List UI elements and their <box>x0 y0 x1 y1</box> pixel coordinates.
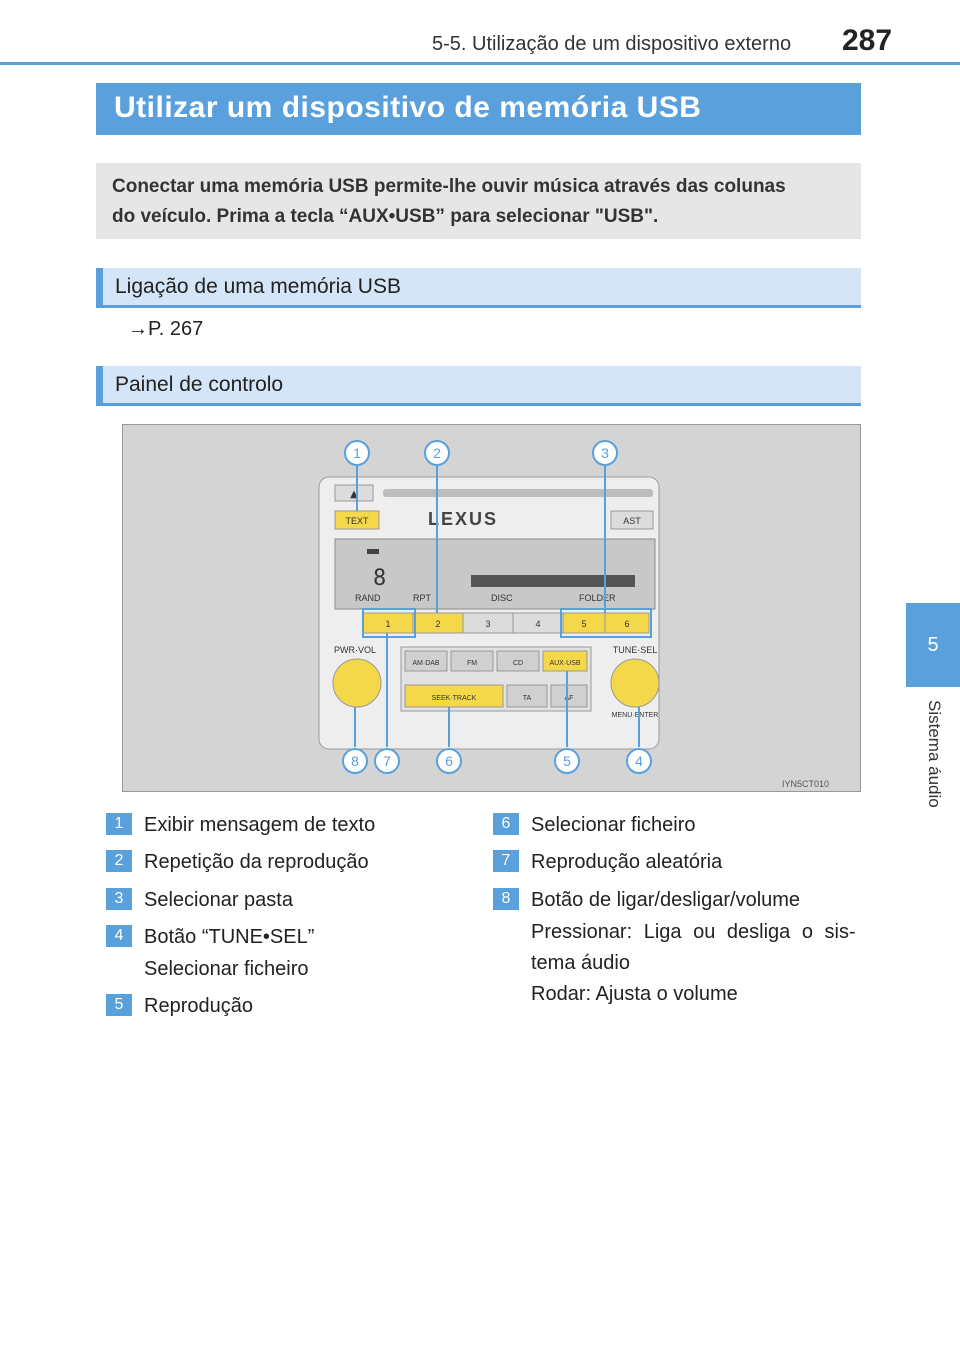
ast-button <box>610 510 654 530</box>
callout-circle-4 <box>626 748 652 774</box>
brand-logo: LEXUS <box>428 509 498 529</box>
eject-button <box>334 484 374 502</box>
callout-number-1: 1 <box>353 445 361 461</box>
af-label: AF <box>565 695 574 702</box>
display-rand: RAND <box>355 593 381 603</box>
control-panel-figure: ▲ TEXT LEXUS AST 8 RAND RPT DISC FOLDER … <box>122 424 861 792</box>
af-button <box>550 684 588 708</box>
display-folder: FOLDER <box>579 593 616 603</box>
legend-badge-5: 5 <box>106 994 132 1016</box>
preset-label-3: 3 <box>485 619 490 629</box>
menu-enter-label: MENU·ENTER <box>612 712 659 719</box>
preset-buttons: 1 2 3 4 5 6 <box>362 612 650 634</box>
preset-label-5: 5 <box>581 619 586 629</box>
legend-text-6: Selecionar ficheiro <box>531 814 696 836</box>
figure-code: IYN5CT010 <box>782 779 829 789</box>
display-indicator <box>367 549 379 554</box>
legend-badge-2: 2 <box>106 850 132 872</box>
callout-number-3: 3 <box>601 445 609 461</box>
intro-line-2: do veículo. Prima a tecla “AUX•USB” para… <box>112 206 659 227</box>
callout-number-4: 4 <box>635 753 643 769</box>
legend-badge-1: 1 <box>106 813 132 835</box>
legend-text-4a: Botão “TUNE•SEL” <box>144 926 315 948</box>
cd-slot <box>383 489 653 497</box>
preset-label-6: 6 <box>624 619 629 629</box>
text-button-label: TEXT <box>345 516 369 526</box>
callout-number-8: 8 <box>351 753 359 769</box>
callout-circle-1 <box>344 440 370 466</box>
ast-button-label: AST <box>623 516 641 526</box>
legend-badge-4: 4 <box>106 925 132 947</box>
fm-label: FM <box>467 660 477 667</box>
pwr-vol-label: PWR·VOL <box>334 645 376 655</box>
legend-badge-3: 3 <box>106 888 132 910</box>
ta-label: TA <box>523 695 532 702</box>
chapter-label: Sistema áudio <box>925 700 944 808</box>
header-rule <box>0 62 960 65</box>
intro-box: Conectar uma memória USB permite-lhe ouv… <box>96 163 861 239</box>
chapter-tab[interactable]: 5 <box>906 603 960 687</box>
main-title: Utilizar um dispositivo de memória USB <box>96 83 861 135</box>
callout-circle-5 <box>554 748 580 774</box>
chapter-number: 5 <box>927 633 939 656</box>
callout-circle-2 <box>424 440 450 466</box>
seek-track-label: SEEK·TRACK <box>432 695 477 702</box>
legend-text-5: Reprodução <box>144 995 253 1017</box>
section-title: 5-5. Utilização de um dispositivo extern… <box>432 33 792 55</box>
display-segments <box>471 575 635 587</box>
callout-number-2: 2 <box>433 445 441 461</box>
legend-text-2: Repetição da reprodução <box>144 851 369 873</box>
eject-icon: ▲ <box>350 489 358 500</box>
preset-label-1: 1 <box>385 619 390 629</box>
callout-number-6: 6 <box>445 753 453 769</box>
section-heading-connection: Ligação de uma memória USB <box>96 268 861 308</box>
ta-button <box>506 684 548 708</box>
page-header: 5-5. Utilização de um dispositivo extern… <box>0 0 960 66</box>
audio-panel-illustration: ▲ TEXT LEXUS AST 8 RAND RPT DISC FOLDER … <box>318 440 829 789</box>
display-disc: DISC <box>491 593 513 603</box>
lcd-display <box>334 538 656 610</box>
seek-track-button <box>404 684 504 708</box>
callout-circle-6 <box>436 748 462 774</box>
page-reference-link[interactable]: →P. 267 <box>128 318 204 340</box>
aux-usb-label: AUX·USB <box>549 660 580 667</box>
legend-text-7: Reprodução aleatória <box>531 851 723 873</box>
preset-label-4: 4 <box>535 619 540 629</box>
legend-text-8c: tema áudio <box>531 952 630 974</box>
legend-badge-6: 6 <box>493 813 519 835</box>
legend-text-3: Selecionar pasta <box>144 889 293 911</box>
legend-badge-7: 7 <box>493 850 519 872</box>
cd-button <box>496 650 540 672</box>
section-heading-panel: Painel de controlo <box>96 366 861 406</box>
display-digits: 8 <box>373 566 386 591</box>
callout-number-7: 7 <box>383 753 391 769</box>
legend-text-8a: Botão de ligar/desligar/volume <box>531 889 801 911</box>
callout-number-5: 5 <box>563 753 571 769</box>
callout-markers: 1 2 3 4 5 6 7 8 <box>342 440 652 774</box>
cd-label: CD <box>513 660 523 667</box>
preset-label-2: 2 <box>435 619 440 629</box>
callout-lines <box>354 465 652 747</box>
callout-circle-7 <box>374 748 400 774</box>
callout-circle-3 <box>592 440 618 466</box>
page-number: 287 <box>842 24 893 57</box>
display-rpt: RPT <box>413 593 432 603</box>
aux-usb-button <box>542 650 588 672</box>
legend-text-8b: Pressionar: Liga ou desliga o sis- <box>531 921 856 943</box>
am-dab-button <box>404 650 448 672</box>
legend-badge-8: 8 <box>493 888 519 910</box>
preset-button-6 <box>604 612 650 634</box>
tune-sel-knob <box>610 658 660 708</box>
fm-button <box>450 650 494 672</box>
am-dab-label: AM·DAB <box>412 660 440 667</box>
legend-text-4b: Selecionar ficheiro <box>144 958 309 980</box>
pwr-vol-knob <box>332 658 382 708</box>
legend-text-1: Exibir mensagem de texto <box>144 814 376 836</box>
legend-text-8d: Rodar: Ajusta o volume <box>531 983 738 1005</box>
tune-sel-label: TUNE·SEL <box>613 645 658 655</box>
callout-circle-8 <box>342 748 368 774</box>
intro-line-1: Conectar uma memória USB permite-lhe ouv… <box>112 176 786 197</box>
